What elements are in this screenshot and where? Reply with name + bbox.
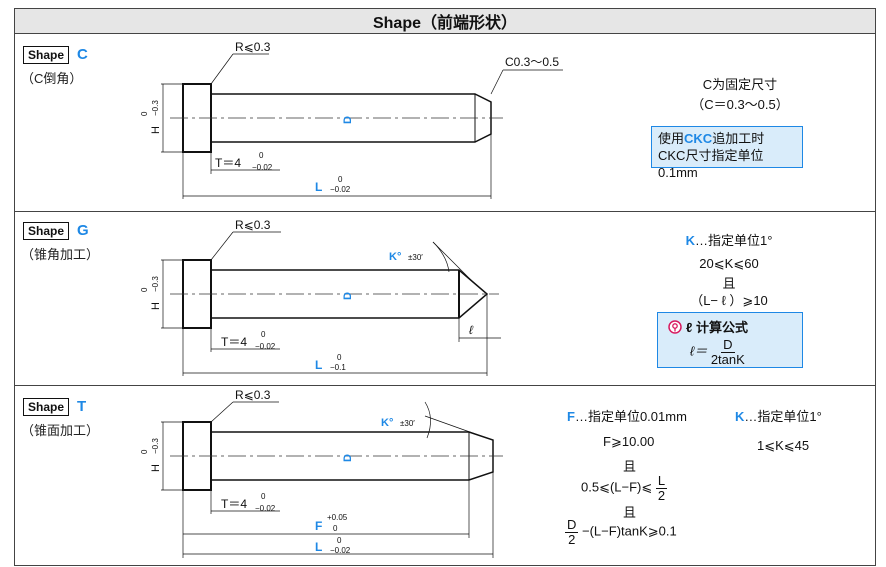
pin-drawing-t: H 0 −0.3 D R⩽0.3 K° ±30′ T＝4 0 −0.02 F +… [140,388,503,558]
ell-formula-title-row: ℓ 计算公式 [668,317,792,336]
k-tol: ±30′ [408,253,423,262]
and-2: 且 [623,505,637,520]
k-range: 20⩽K⩽60 [699,256,759,271]
t-tol-bot: −0.02 [252,163,273,172]
t-tol-top: 0 [261,330,266,339]
f-cond: F⩾10.00 [603,434,655,449]
page-title-text: Shape（前端形状） [372,15,518,32]
t-tol-top: 0 [261,492,266,501]
key-icon [668,319,682,334]
pin-drawing-g: H 0 −0.3 D R⩽0.3 K° ±30′ ℓ T＝4 0 −0.02 [140,218,501,376]
k-label: K° [389,251,401,263]
ckc-note-line2: CKC尺寸指定单位0.1mm [658,148,764,180]
k-label: K° [381,417,393,429]
shape-code: G [77,222,89,239]
h-label: H [150,464,162,472]
k-cond: 1⩽K⩽45 [757,438,810,453]
t-label: T＝4 [215,156,241,170]
k-and: 且 [722,276,736,291]
f-label: F [315,519,322,533]
t-label: T＝4 [221,335,247,349]
shape-badge: Shape [23,222,70,240]
shape-code: C [77,46,88,63]
h-tol-top: 0 [140,287,149,292]
l-tol-top: 0 [337,536,342,545]
l-tol-top: 0 [337,353,342,362]
shape-code: T [77,398,87,415]
ckc-note-box: 使用CKC追加工时 CKC尺寸指定单位0.1mm [651,126,803,180]
r-label: R⩽0.3 [235,40,271,54]
f-tol-top: +0.05 [327,513,348,522]
t-tol-bot: −0.02 [255,342,276,351]
k-unit-note: K…指定单位1° [735,409,822,424]
l-label: L [315,540,322,554]
section-shape-c: Shape C （C倒角） H 0 −0.3 D R⩽0.3 [14,34,876,212]
shape-subtitle: （锥角加工） [21,247,100,262]
f-tol-bot: 0 [333,524,338,533]
r-label: R⩽0.3 [235,218,271,232]
d-label: D [342,292,354,300]
t-tol-bot: −0.02 [255,504,276,513]
d-label: D [342,116,354,124]
l-label: L [315,358,322,372]
shape-badge: Shape [23,46,70,64]
h-tol-top: 0 [140,449,149,454]
l-minus-ell-cond: （L− ℓ ）⩾10 [690,293,768,308]
r-label: R⩽0.3 [235,388,271,402]
shape-badge: Shape [23,398,70,416]
k-tol: ±30′ [400,419,415,428]
section-shape-g: Shape G （锥角加工） H 0 −0.3 D R⩽0.3 K° ±30′ [14,212,876,386]
c-range-note: （C＝0.3～0.5） [691,97,789,112]
h-label: H [150,126,162,134]
d-label: D [342,454,354,462]
h-label: H [150,302,162,310]
t-label: T＝4 [221,497,247,511]
f-unit-note: F…指定单位0.01mm [567,409,687,424]
chamfer-label: C0.3～0.5 [505,55,559,69]
l-tol-bot: −0.02 [330,546,351,555]
l-tol-bot: −0.1 [330,363,346,372]
section-shape-t: Shape T （锥面加工） H 0 −0.3 D R⩽0.3 K° ±30′ [14,386,876,566]
l-label: L [315,180,322,194]
ell-formula-title: ℓ 计算公式 [686,320,748,335]
ell-label: ℓ [469,323,474,337]
l-tol-top: 0 [338,175,343,184]
shape-subtitle: （锥面加工） [21,423,100,438]
and-1: 且 [623,459,637,474]
h-tol-top: 0 [140,111,149,116]
c-fixed-note: C为固定尺寸 [702,77,778,92]
l-tol-bot: −0.02 [330,185,351,194]
ckc-note-line1: 使用CKC追加工时 [658,131,765,146]
pin-drawing-c: H 0 −0.3 D R⩽0.3 C0.3～0.5 T＝4 0 −0.02 L … [140,40,563,199]
h-tol-bot: −0.3 [151,438,160,454]
h-tol-bot: −0.3 [151,276,160,292]
t-tol-top: 0 [259,151,264,160]
page-title: Shape（前端形状） [14,8,876,34]
h-tol-bot: −0.3 [151,100,160,116]
k-unit-note: K…指定单位1° [685,233,773,248]
shape-subtitle: （C倒角） [21,71,83,86]
